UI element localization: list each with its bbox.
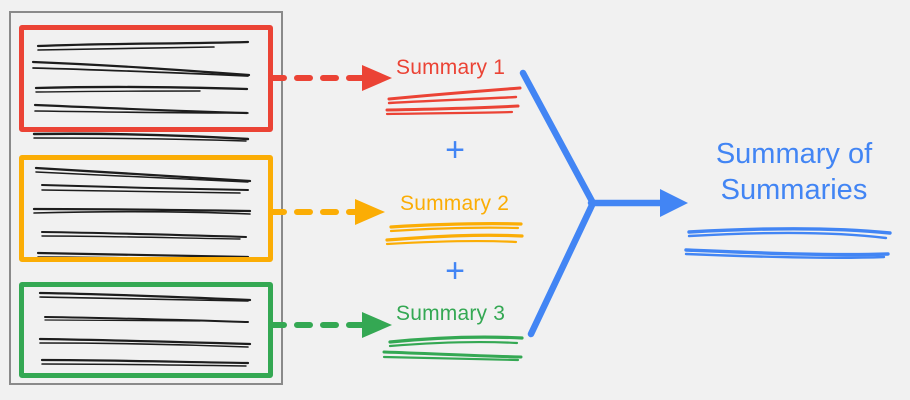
plus-operator-2: + <box>445 252 465 290</box>
summary-2-label: Summary 2 <box>400 192 510 215</box>
final-summary-squiggles <box>684 227 892 260</box>
summary-2-squiggles <box>385 222 524 246</box>
chunk-box-green[interactable] <box>19 282 273 378</box>
dashed-arrow-red <box>268 65 392 91</box>
merge-arrow <box>519 69 688 338</box>
dashed-arrow-green <box>268 312 392 338</box>
summary-3-label: Summary 3 <box>396 302 506 325</box>
dashed-arrow-orange <box>268 199 385 225</box>
summary-1-label: Summary 1 <box>396 56 506 79</box>
source-document-frame <box>9 11 283 385</box>
final-summary-label: Summary of Summaries <box>715 138 873 206</box>
summary-3-squiggles <box>382 335 524 362</box>
summary-1-squiggles <box>385 86 522 116</box>
chunk-box-orange[interactable] <box>19 155 273 262</box>
plus-operator-1: + <box>445 131 465 169</box>
